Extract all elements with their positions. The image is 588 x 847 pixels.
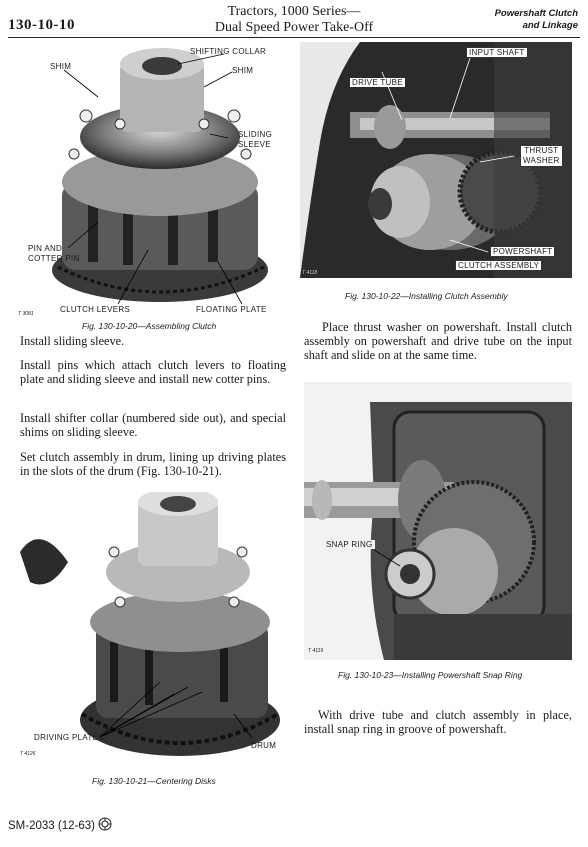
clutch-install-image bbox=[300, 42, 572, 278]
caption-fig20: Fig. 130-10-20—Assembling Clutch bbox=[82, 321, 217, 331]
clutch-drum-image bbox=[20, 492, 280, 756]
pin-line-2: COTTER PIN bbox=[28, 254, 80, 263]
section-line-1: Powershaft Clutch bbox=[494, 8, 578, 19]
paragraph-4: Set clutch assembly in drum, lining up d… bbox=[20, 450, 286, 478]
label-shim-right: SHIM bbox=[232, 66, 254, 75]
printer-emblem-icon bbox=[98, 817, 112, 831]
label-thrust-washer: THRUST WASHER bbox=[520, 145, 563, 167]
section-title: Powershaft Clutch and Linkage bbox=[495, 8, 578, 32]
caption-fig22: Fig. 130-10-22—Installing Clutch Assembl… bbox=[345, 291, 508, 301]
label-input-shaft: INPUT SHAFT bbox=[466, 47, 528, 58]
label-pin-cotter: PIN AND COTTER PIN bbox=[28, 244, 79, 264]
fig21-photo bbox=[20, 492, 286, 768]
label-clutch-assembly: CLUTCH ASSEMBLY bbox=[455, 260, 543, 271]
label-driving-plates: DRIVING PLATES bbox=[34, 733, 104, 742]
label-floating-plate: FLOATING PLATE bbox=[196, 305, 267, 314]
section-line-2: and Linkage bbox=[522, 20, 578, 31]
paragraph-3: Install shifter collar (numbered side ou… bbox=[20, 411, 286, 439]
label-sliding-sleeve: SLIDING SLEEVE bbox=[238, 130, 272, 150]
title-line-1: Tractors, 1000 Series— bbox=[227, 4, 361, 19]
title-line-2: Dual Speed Power Take-Off bbox=[214, 20, 374, 35]
footer-code: SM-2033 bbox=[8, 820, 55, 832]
clutch-assembly-image bbox=[52, 48, 268, 305]
photo-number-fig21: T 4126 bbox=[20, 751, 36, 757]
photo-number-fig22: T 4118 bbox=[302, 270, 318, 276]
sliding-line-2: SLEEVE bbox=[238, 140, 271, 149]
footer-date: (12-63) bbox=[57, 820, 95, 832]
thrust-line-1: THRUST bbox=[524, 146, 559, 155]
paragraph-2: Install pins which attach clutch levers … bbox=[20, 358, 286, 386]
paragraph-5: Place thrust washer on powershaft. Insta… bbox=[304, 320, 572, 362]
label-powershaft: POWERSHAFT bbox=[490, 246, 556, 257]
label-snap-ring: SNAP RING bbox=[324, 540, 375, 549]
sliding-line-1: SLIDING bbox=[238, 130, 273, 139]
pin-line-1: PIN AND bbox=[28, 244, 63, 253]
thrust-line-2: WASHER bbox=[523, 156, 560, 165]
label-shifting-collar: SHIFTING COLLAR bbox=[190, 47, 267, 56]
paragraph-6: With drive tube and clutch assembly in p… bbox=[304, 708, 572, 736]
fig23-photo bbox=[304, 382, 572, 660]
page-title: Tractors, 1000 Series— Dual Speed Power … bbox=[0, 4, 588, 36]
caption-fig23: Fig. 130-10-23—Installing Powershaft Sna… bbox=[338, 670, 523, 680]
label-clutch-levers: CLUTCH LEVERS bbox=[60, 305, 131, 314]
paragraph-1: Install sliding sleeve. bbox=[20, 334, 125, 348]
footer: SM-2033 (12-63) bbox=[8, 817, 112, 832]
label-shim-left: SHIM bbox=[50, 62, 72, 71]
fig20-photo bbox=[28, 42, 286, 318]
page-number: 130-10-10 bbox=[8, 17, 75, 33]
header-rule bbox=[8, 37, 580, 38]
caption-fig21: Fig. 130-10-21—Centering Disks bbox=[92, 776, 216, 786]
label-drive-tube: DRIVE TUBE bbox=[350, 78, 405, 87]
snap-ring-image bbox=[304, 382, 572, 660]
photo-number-fig20: T 3081 bbox=[18, 311, 34, 317]
label-drum: DRUM bbox=[251, 741, 277, 750]
photo-number-fig23: T 4119 bbox=[308, 648, 324, 654]
